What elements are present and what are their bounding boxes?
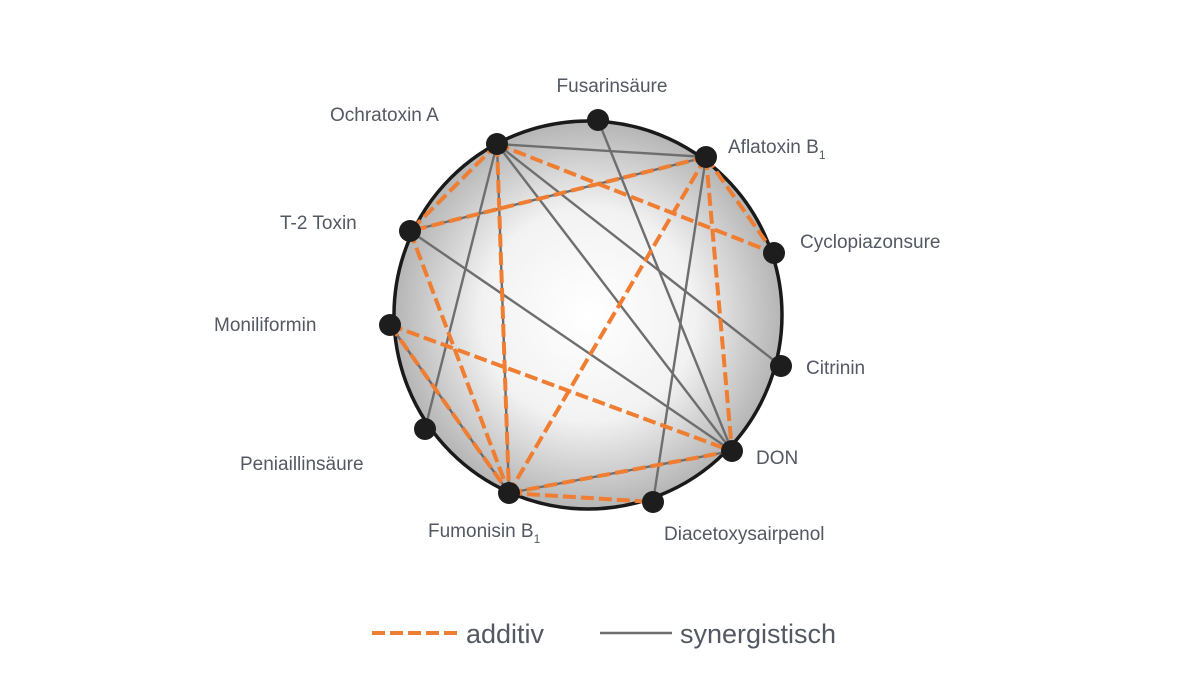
node-label-subscript-aflatoxin_b1: 1	[819, 148, 826, 162]
synergistisch-edge-ochratoxin_a-aflatoxin_b1	[496, 142, 707, 159]
node-label-don: DON	[756, 448, 798, 469]
synergistisch-edge-aflatoxin_b1-diacetoxysairpenol	[651, 156, 708, 503]
additiv-edge-aflatoxin_b1-cyclopiazonsure	[704, 155, 776, 255]
additiv-edge-aflatoxin_b1-t2_toxin	[409, 155, 707, 233]
node-ochratoxin_a	[486, 133, 508, 155]
legend-synergistisch-label: synergistisch	[680, 619, 836, 649]
additiv-edge-fumonisin_b1-don	[508, 449, 733, 495]
additiv-edge-ochratoxin_a-cyclopiazonsure	[496, 142, 775, 255]
additiv-edge-aflatoxin_b1-don	[704, 156, 734, 452]
node-diacetoxysairpenol	[642, 491, 664, 513]
node-label-ochratoxin_a: Ochratoxin A	[330, 105, 439, 126]
node-label-cyclopiazonsure: Cyclopiazonsure	[800, 232, 940, 253]
node-label-fusarinsaeure: Fusarinsäure	[557, 76, 668, 97]
node-label-subscript-fumonisin_b1: 1	[534, 532, 541, 546]
node-label-peniaillinsaeure: Peniaillinsäure	[240, 454, 364, 475]
node-fumonisin_b1	[498, 482, 520, 504]
node-don	[721, 440, 743, 462]
node-label-citrinin: Citrinin	[806, 358, 865, 379]
additiv-edge-ochratoxin_a-fumonisin_b1	[495, 143, 511, 494]
node-peniaillinsaeure	[414, 418, 436, 440]
additiv-edge-moniliformin-don	[389, 323, 733, 453]
legend-additiv-label: additiv	[466, 619, 545, 649]
nodes	[379, 109, 792, 513]
node-fusarinsaeure	[587, 109, 609, 131]
node-cyclopiazonsure	[763, 242, 785, 264]
additive-edges	[388, 142, 776, 504]
additiv-edge-fumonisin_b1-diacetoxysairpenol	[508, 491, 654, 504]
synergistisch-edge-ochratoxin_a-peniaillinsaeure	[423, 143, 499, 430]
node-aflatoxin_b1	[695, 146, 717, 168]
node-label-diacetoxysairpenol: Diacetoxysairpenol	[664, 524, 825, 545]
node-citrinin	[770, 355, 792, 377]
synergistisch-edge-ochratoxin_a-citrinin	[496, 143, 782, 367]
additiv-edge-aflatoxin_b1-fumonisin_b1	[507, 155, 708, 495]
node-label-t2_toxin: T-2 Toxin	[280, 213, 357, 234]
node-label-fumonisin_b1: Fumonisin B1	[428, 521, 541, 546]
legend: additiv synergistisch	[372, 619, 836, 649]
synergistisch-edge-t2_toxin-don	[409, 230, 733, 452]
node-moniliformin	[379, 314, 401, 336]
synergistisch-edge-ochratoxin_a-don	[496, 143, 733, 452]
node-label-moniliformin: Moniliformin	[214, 315, 316, 336]
additiv-edge-t2_toxin-fumonisin_b1	[408, 230, 511, 494]
additiv-edge-moniliformin-fumonisin_b1	[388, 323, 511, 495]
node-t2_toxin	[399, 220, 421, 242]
synergistisch-edge-fusarinsaeure-don	[596, 119, 734, 452]
additiv-edge-ochratoxin_a-t2_toxin	[408, 142, 499, 233]
node-label-aflatoxin_b1: Aflatoxin B1	[728, 137, 826, 162]
